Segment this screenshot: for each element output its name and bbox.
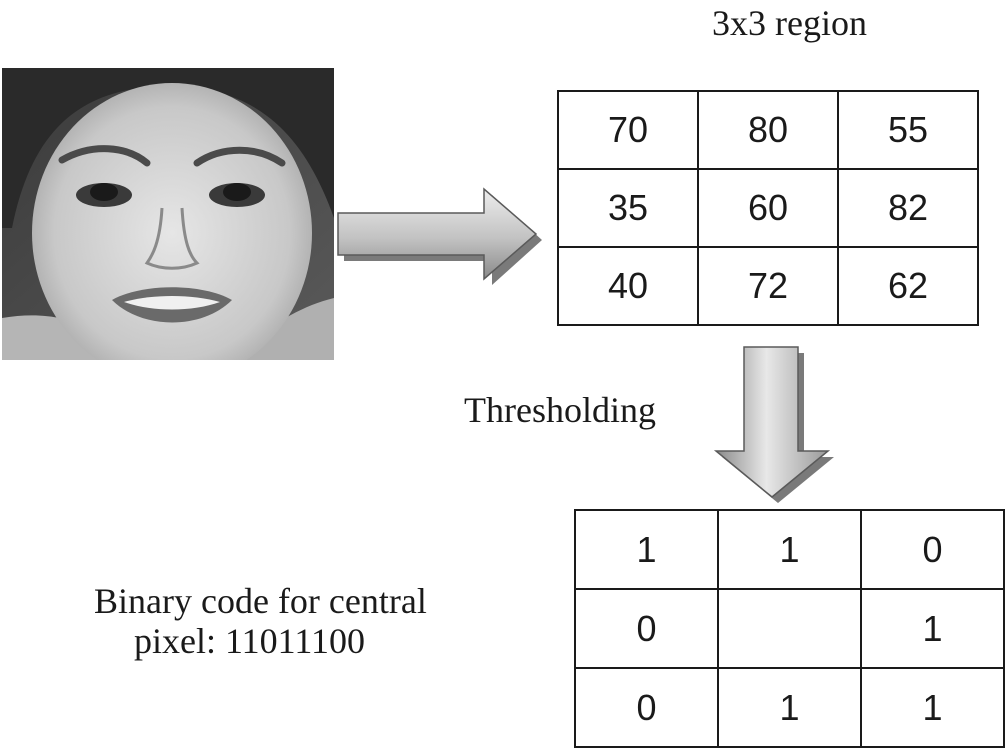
face-photo-icon	[2, 68, 334, 360]
grid-cell: 1	[860, 667, 1005, 748]
grid-cell: 72	[697, 246, 839, 326]
grid-cell: 40	[557, 246, 699, 326]
grid-row: 1 1 0	[574, 509, 1005, 590]
grid-cell: 80	[697, 90, 839, 170]
grid-row: 0 1 1	[574, 667, 1005, 748]
grid-row: 0 1	[574, 588, 1005, 669]
grid-cell: 62	[837, 246, 979, 326]
grid-cell-center	[717, 588, 862, 669]
arrow-down-icon	[713, 346, 834, 503]
grid-cell: 1	[860, 588, 1005, 669]
binary-code-caption: Binary code for central pixel: 11011100	[94, 581, 427, 661]
pixel-intensity-grid: 70 80 55 35 60 82 40 72 62	[557, 90, 979, 326]
grid-cell: 70	[557, 90, 699, 170]
arrow-right-icon	[337, 187, 542, 285]
grid-row: 40 72 62	[557, 246, 979, 326]
grid-cell: 1	[574, 509, 719, 590]
grid-row: 35 60 82	[557, 168, 979, 248]
grid-cell: 82	[837, 168, 979, 248]
grid-cell: 0	[574, 588, 719, 669]
grid-cell: 55	[837, 90, 979, 170]
grid-cell-center: 60	[697, 168, 839, 248]
grid-cell: 1	[717, 667, 862, 748]
binary-caption-line1: Binary code for central	[94, 581, 427, 621]
grid-cell: 0	[860, 509, 1005, 590]
grid-row: 70 80 55	[557, 90, 979, 170]
binary-grid: 1 1 0 0 1 0 1 1	[574, 509, 1005, 748]
grid-cell: 1	[717, 509, 862, 590]
grid-cell: 35	[557, 168, 699, 248]
thresholding-label: Thresholding	[464, 390, 656, 430]
region-title: 3x3 region	[712, 3, 867, 43]
grid-cell: 0	[574, 667, 719, 748]
binary-caption-line2: pixel: 11011100	[134, 621, 365, 661]
